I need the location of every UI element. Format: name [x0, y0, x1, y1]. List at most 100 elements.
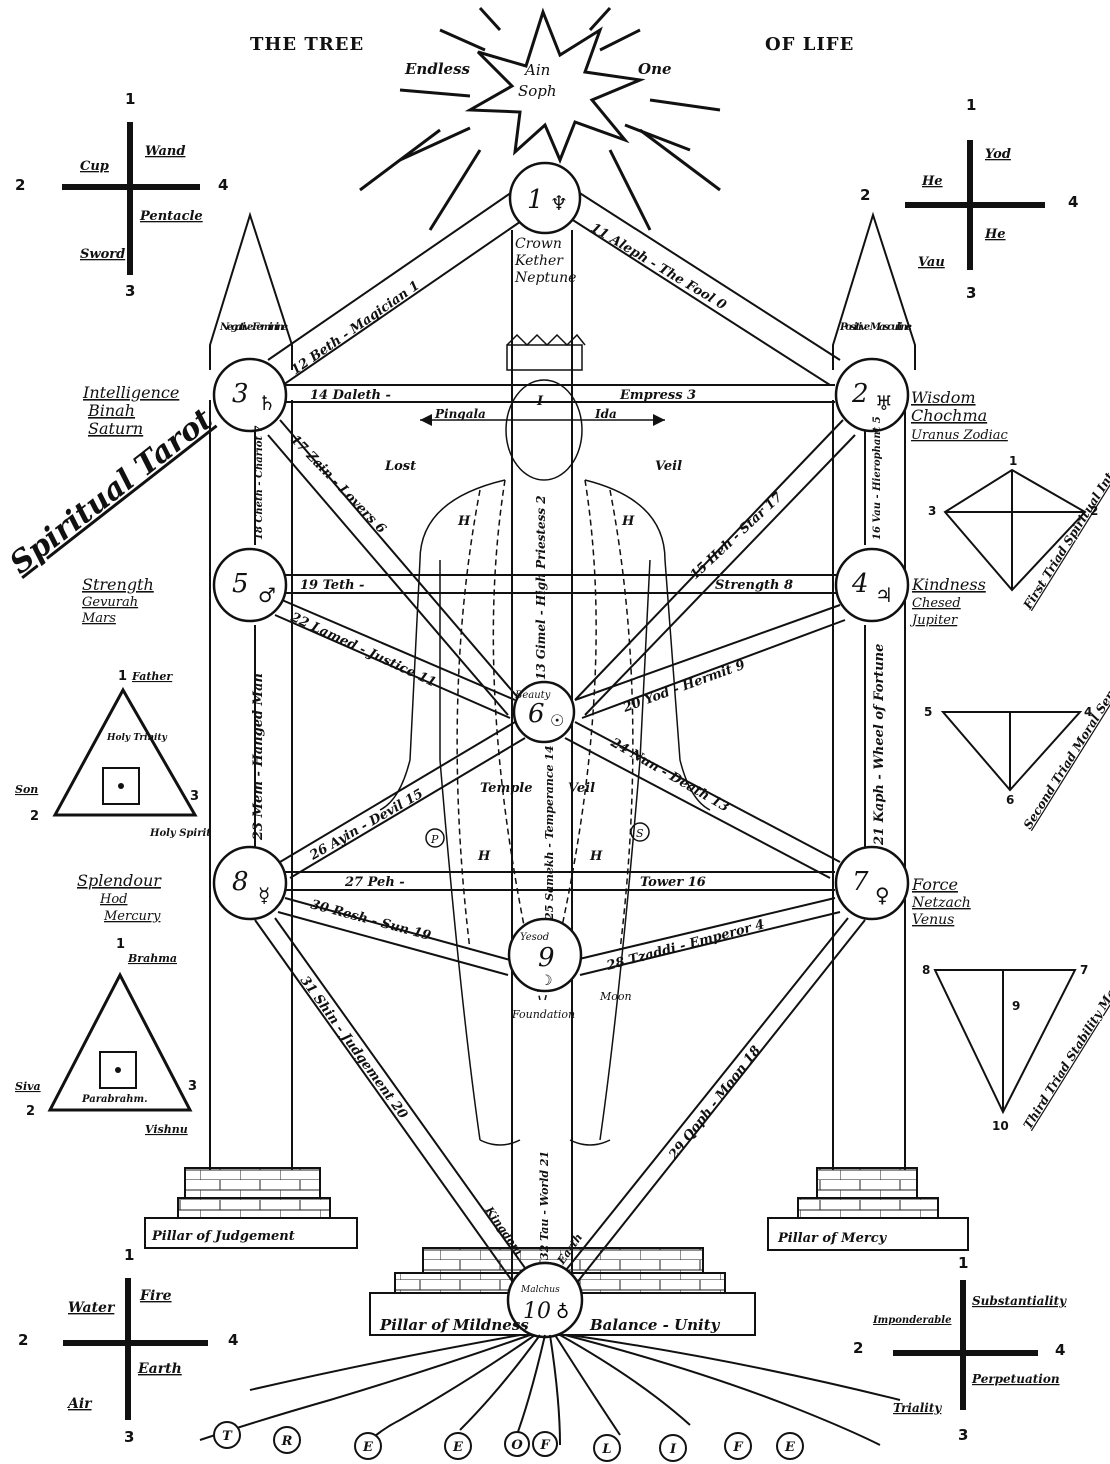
first-triad-label: First Triad Spiritual Intellect: [1020, 438, 1110, 612]
first-triad-n3: 3: [928, 504, 936, 518]
tl-n1: 1: [125, 90, 135, 108]
br-triality: Triality: [893, 1401, 942, 1415]
path-17-label: 17 Zain - Lovers 6: [287, 432, 389, 536]
sephira-7-number: 7: [852, 867, 869, 897]
path-27-label-b: Tower 16: [640, 875, 706, 890]
tr-n4: 4: [1068, 193, 1078, 211]
sephira-9-number: 9: [538, 943, 555, 973]
second-triad-label: Second Triad Moral Sensuous: [1021, 654, 1110, 831]
h-label-3: H: [477, 849, 491, 864]
path-29-label: 29 Qoph - Moon 18: [666, 1043, 764, 1163]
path-19-label-b: Strength 8: [715, 578, 793, 593]
pillar-of-mildness-label: Pillar of Mildness: [379, 1316, 529, 1334]
hod-label: Hod: [99, 892, 128, 907]
path-14-label-b: Empress 3: [619, 388, 696, 403]
arrow-right-icon: [653, 414, 665, 426]
trinity-2-n3: 3: [188, 1079, 197, 1094]
sephira-8-number: 8: [232, 867, 249, 897]
sephira-1: [510, 163, 580, 233]
tr-n3: 3: [966, 284, 976, 302]
trinity-2-parabrahm: Parabrahm.: [81, 1094, 148, 1105]
malchus-front-label: Malchus: [520, 1285, 560, 1295]
br-n3: 3: [958, 1426, 968, 1444]
kindness-label: Kindness: [911, 575, 986, 594]
chesed-label: Chesed: [912, 596, 961, 611]
gevurah-label: Gevurah: [82, 595, 138, 610]
pillar-of-judgement-label: Pillar of Judgement: [151, 1229, 295, 1244]
root-letter-4: E: [452, 1440, 464, 1455]
tl-n2: 2: [15, 176, 25, 194]
uranus-label: Uranus Zodiac: [911, 428, 1009, 443]
root-letter-10: E: [784, 1440, 796, 1455]
third-triad-n10: 10: [992, 1119, 1009, 1133]
trinity-2-n2: 2: [26, 1104, 35, 1119]
foundation-label: Foundation: [511, 1008, 575, 1021]
tl-n4: 4: [218, 176, 228, 194]
tr-yod: Yod: [985, 147, 1011, 162]
path-32-label: 32 Tau - World 21: [538, 1151, 551, 1260]
binah-label: Binah: [87, 401, 135, 420]
bl-n2: 2: [18, 1331, 28, 1349]
veil2-label: Veil: [568, 781, 595, 796]
trinity-1-dot: [118, 783, 124, 789]
sephira-5-number: 5: [232, 569, 249, 599]
ida-label: Ida: [594, 407, 617, 421]
force-label: Force: [911, 875, 958, 894]
s-circle-text: S: [636, 827, 644, 840]
tl-sword: Sword: [80, 247, 125, 262]
br-perpetuation: Perpetuation: [971, 1372, 1060, 1386]
h-label-2: H: [621, 514, 635, 529]
mercury-label: Mercury: [103, 909, 161, 924]
sephira-4: [836, 549, 908, 621]
roots-letters: [214, 1422, 803, 1461]
moon-icon: ☽: [540, 973, 553, 989]
trinity-2-brahma: Brahma: [127, 952, 177, 965]
trinity-2-dot: [115, 1067, 121, 1073]
sephira-6-number: 6: [528, 699, 545, 729]
bl-earth: Earth: [137, 1361, 182, 1377]
wisdom-label: Wisdom: [911, 388, 976, 407]
path-24-label: 24 Nun - Death 13: [607, 735, 731, 815]
third-triad-n9: 9: [1012, 999, 1020, 1013]
tr-cross: [905, 140, 1045, 270]
sephira-1-number: 1: [527, 185, 544, 215]
h-label-1: H: [457, 514, 471, 529]
tl-pentacle: Pentacle: [139, 209, 203, 224]
sephira-4-number: 4: [851, 569, 869, 599]
one-text: One: [638, 60, 672, 78]
root-letter-8: I: [669, 1442, 677, 1457]
bl-fire: Fire: [139, 1288, 172, 1304]
mars-label: Mars: [81, 611, 116, 626]
sun-icon: ☉: [550, 711, 564, 730]
balance-unity-label: Balance - Unity: [589, 1316, 721, 1334]
mars-icon: ♂: [258, 583, 276, 607]
root-letter-6: F: [539, 1438, 550, 1453]
path-26-label: 26 Ayin - Devil 15: [307, 786, 426, 864]
tr-he2: He: [984, 227, 1006, 242]
br-n1: 1: [958, 1254, 968, 1272]
arrow-left-icon: [420, 414, 432, 426]
bl-air: Air: [66, 1396, 93, 1412]
moon-label: Moon: [599, 990, 632, 1003]
earth-front-icon: ♁: [556, 1302, 569, 1323]
crown-label: Crown: [515, 236, 562, 252]
trinity-1-holy-spirit: Holy Spirit: [149, 828, 211, 839]
trinity-2-n1: 1: [116, 937, 125, 952]
h-label-4: H: [589, 849, 603, 864]
path-25-label: 25 Samekh - Temperance 14: [543, 745, 556, 921]
tl-cup: Cup: [80, 159, 109, 174]
saturn-label: Saturn: [88, 419, 143, 438]
path-13-label: 13 Gimel - High Priestess 2: [534, 495, 548, 680]
right-pillar-top-label: Positive Masculine: [839, 322, 912, 333]
title-left: THE TREE: [250, 34, 364, 55]
neptune-icon: ♆: [550, 191, 568, 215]
root-letter-5: O: [511, 1438, 523, 1453]
second-triad-n6: 6: [1006, 793, 1014, 807]
trinity-1-father: Father: [131, 670, 173, 683]
br-n4: 4: [1055, 1341, 1065, 1359]
trinity-1-n2: 2: [30, 809, 39, 824]
splendour-label: Splendour: [77, 871, 162, 890]
roots: [200, 1335, 900, 1445]
tr-n1: 1: [966, 96, 976, 114]
